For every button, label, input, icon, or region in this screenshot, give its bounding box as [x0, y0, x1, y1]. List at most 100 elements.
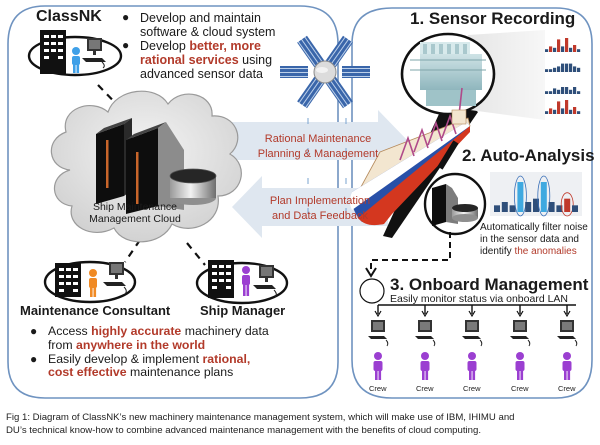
- classnk-person-icon: [72, 47, 80, 73]
- analysis-bar: [540, 182, 547, 212]
- keyboard-icon: [557, 336, 576, 339]
- sensor-chart: [545, 63, 581, 72]
- analysis-bar: [548, 202, 555, 212]
- sensor-bar: [553, 67, 557, 72]
- sensor-bar: [553, 88, 557, 94]
- arrow-label-line: Rational Maintenance: [264, 133, 372, 145]
- keyboard-icon: [510, 336, 529, 339]
- cloud-label-line: Ship Maintenance: [92, 201, 178, 213]
- crew-label: Crew: [511, 384, 529, 393]
- analysis-magnifier: [423, 140, 487, 236]
- person-head: [421, 352, 429, 360]
- bottom-bullet-2: Easily develop & implement rational, cos…: [26, 351, 269, 381]
- computer-screen: [467, 322, 477, 330]
- arrow-label-line: Planning & Management: [257, 147, 379, 160]
- sensor-bar: [565, 100, 569, 114]
- arrow-label-to-cloud: Plan Implementation and Data Feedback: [240, 194, 400, 224]
- arrow-to-ship: [232, 110, 408, 172]
- bottom-bullets: Access highly accurate machinery data fr…: [26, 324, 269, 381]
- bullet-text: maintenance plans: [126, 365, 234, 380]
- arrow-to-cloud: [232, 176, 388, 238]
- crew-stations: [368, 320, 578, 380]
- analysis-bar: [556, 205, 563, 212]
- crew-person-icon: [515, 352, 525, 380]
- bullet-text: Develop and maintain: [140, 11, 261, 25]
- sensor-bar: [569, 89, 573, 94]
- bullet-highlight: rational,: [202, 351, 251, 366]
- consultant-office-group: [43, 260, 137, 304]
- classnk-bullet-1: Develop and maintain software & cloud sy…: [118, 11, 275, 39]
- person-leg: [469, 370, 472, 380]
- bullet-text: Develop: [140, 39, 190, 53]
- bullet-highlight: cost effective: [48, 365, 127, 380]
- sensor-bar: [569, 47, 573, 52]
- ship-icon: [350, 87, 471, 226]
- person-leg: [375, 370, 378, 380]
- sensor-bar: [569, 109, 573, 114]
- person-leg: [517, 370, 520, 380]
- sensor-bar: [553, 109, 557, 114]
- mouse-cord: [479, 339, 483, 347]
- mouse-cord: [432, 339, 436, 347]
- step3-subtitle: Easily monitor status via onboard LAN: [390, 293, 569, 305]
- desc-line: Automatically filter noise: [480, 222, 588, 233]
- analysis-bar: [572, 205, 578, 212]
- bullet-text: Easily develop & implement: [48, 351, 203, 366]
- person-leg: [472, 370, 476, 380]
- person-body: [562, 361, 572, 371]
- analysis-bar: [501, 202, 508, 212]
- person-leg: [520, 370, 524, 380]
- sensor-bar: [545, 91, 549, 94]
- classnk-office-group: [27, 30, 123, 77]
- manager-computer-icon: [253, 265, 277, 298]
- arrow-label-line: and Data Feedback: [271, 209, 368, 222]
- bullet-highlight: highly accurate: [91, 324, 182, 338]
- sensor-bar: [557, 66, 561, 72]
- consultant-person-icon: [89, 269, 97, 297]
- crew-person-icon: [467, 352, 477, 380]
- sensor-charts: [545, 38, 581, 114]
- analysis-bar: [494, 205, 500, 212]
- manager-person-icon: [242, 266, 250, 296]
- sensor-bar: [561, 87, 565, 94]
- person-leg: [425, 370, 429, 380]
- analysis-bar: [564, 198, 571, 212]
- sensor-bar: [557, 39, 561, 52]
- mouse-cord: [527, 339, 531, 347]
- sensor-bar: [545, 69, 549, 72]
- sensor-bar: [573, 66, 577, 72]
- person-head: [468, 352, 476, 360]
- mouse-cord: [574, 339, 578, 347]
- manager-label: Ship Manager: [200, 303, 286, 318]
- person-head: [516, 352, 524, 360]
- sensor-bar: [569, 63, 573, 72]
- server-icon: [96, 118, 184, 214]
- crew-label: Crew: [558, 384, 576, 393]
- person-head: [374, 352, 382, 360]
- person-body: [373, 361, 383, 371]
- sensor-chart: [545, 100, 581, 114]
- crew-label: Crew: [416, 384, 434, 393]
- left-panel-border: [7, 5, 339, 399]
- crew-person-icon: [562, 352, 572, 380]
- analysis-chart: [494, 175, 578, 217]
- sensor-bar: [553, 47, 557, 52]
- sensor-bar: [549, 91, 553, 94]
- crew-station: [510, 320, 531, 380]
- person-leg: [422, 370, 425, 380]
- sensor-bar: [565, 38, 569, 52]
- sensor-bar: [549, 69, 553, 72]
- crew-station: [415, 320, 436, 380]
- satellite-icon: [280, 35, 370, 109]
- person-leg: [564, 370, 567, 380]
- arrow-label-line: Plan Implementation: [269, 195, 371, 207]
- sensor-bar: [565, 63, 569, 72]
- engine-icon: [410, 42, 486, 106]
- step3-title: 3. Onboard Management: [390, 275, 589, 294]
- computer-screen: [515, 322, 525, 330]
- keyboard-icon: [368, 336, 387, 339]
- sensor-bar: [577, 111, 581, 114]
- sensor-bar: [557, 89, 561, 94]
- dashed-link-onboard: [370, 232, 451, 270]
- bullet-text: machinery data: [181, 324, 269, 338]
